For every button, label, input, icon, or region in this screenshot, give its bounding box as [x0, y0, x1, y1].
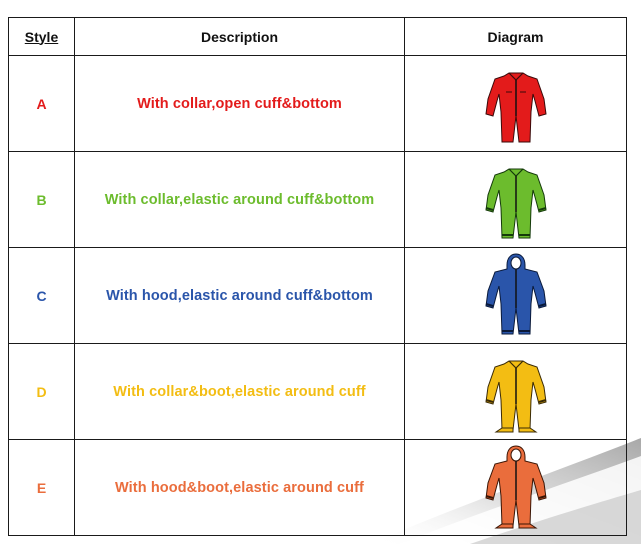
row-style: B — [8, 151, 75, 248]
row-style: A — [8, 55, 75, 152]
table-row: E With hood&boot,elastic around cuff — [8, 439, 627, 536]
table-row: A With collar,open cuff&bottom — [8, 55, 627, 152]
header-diagram: Diagram — [404, 17, 627, 56]
coverall-style-table: Style Description Diagram A With collar,… — [8, 17, 627, 536]
coverall-collar-icon — [485, 72, 546, 142]
coverall-collar-boot-icon — [485, 360, 546, 432]
row-style: D — [8, 343, 75, 440]
table-row: C With hood,elastic around cuff&bottom — [8, 247, 627, 344]
row-diagram — [404, 247, 627, 344]
header-row: Style Description Diagram — [8, 17, 627, 56]
table-row: D With collar&boot,elastic around cuff — [8, 343, 627, 440]
header-style: Style — [8, 17, 75, 56]
row-description: With collar,elastic around cuff&bottom — [74, 151, 405, 248]
header-description: Description — [74, 17, 405, 56]
row-style: E — [8, 439, 75, 536]
table-row: B With collar,elastic around cuff&bottom — [8, 151, 627, 248]
row-description: With hood&boot,elastic around cuff — [74, 439, 405, 536]
row-description: With hood,elastic around cuff&bottom — [74, 247, 405, 344]
row-diagram — [404, 55, 627, 152]
coverall-collar-elastic-icon — [485, 168, 546, 238]
row-style: C — [8, 247, 75, 344]
coverall-hood-boot-icon — [485, 445, 546, 528]
row-diagram — [404, 151, 627, 248]
row-description: With collar&boot,elastic around cuff — [74, 343, 405, 440]
row-description: With collar,open cuff&bottom — [74, 55, 405, 152]
row-diagram — [404, 343, 627, 440]
row-diagram — [404, 439, 627, 536]
coverall-hood-icon — [485, 253, 546, 334]
